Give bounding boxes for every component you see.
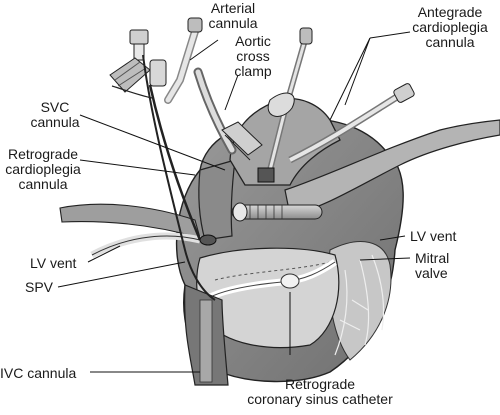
label-svc-cannula: SVC cannula (30, 99, 80, 130)
label-aortic-cross-clamp: Aortic cross clamp (234, 33, 272, 79)
catheter-balloon (280, 273, 300, 289)
label-antegrade-cardioplegia-cannula: Antegrade cardioplegia cannula (412, 4, 488, 50)
label-arterial-cannula: Arterial cannula (208, 0, 258, 31)
label-lv-vent-left: LV vent (30, 255, 77, 271)
antegrade-cardioplegia-cannula (257, 27, 313, 183)
svc-vessel (198, 159, 236, 241)
svc-tourniquet (199, 234, 217, 246)
label-mitral-valve: Mitral valve (415, 250, 450, 281)
coronary-vessels (334, 254, 385, 356)
retrograde-cardioplegia-line (142, 54, 216, 301)
aortic-cross-clamp (193, 67, 263, 161)
svc-cannula-line (148, 84, 202, 241)
aorta (229, 98, 341, 186)
leader-lines (57, 31, 411, 373)
venous-connector-cluster (109, 29, 167, 99)
tubing-connector (393, 83, 415, 103)
pulmonary-vessel-left (59, 203, 201, 239)
label-lv-vent-right: LV vent (410, 228, 457, 244)
arterial-cannula (164, 17, 203, 104)
label-ivc-cannula: IVC cannula (0, 365, 77, 381)
ivc-cannula-tube (199, 299, 213, 383)
label-spv: SPV (25, 279, 54, 295)
label-retrograde-coronary-sinus-catheter: Retrograde coronary sinus catheter (247, 376, 393, 407)
coiled-cannula-segment (231, 204, 323, 220)
label-retrograde-cardioplegia-cannula: Retrograde cardioplegia cannula (5, 146, 81, 192)
